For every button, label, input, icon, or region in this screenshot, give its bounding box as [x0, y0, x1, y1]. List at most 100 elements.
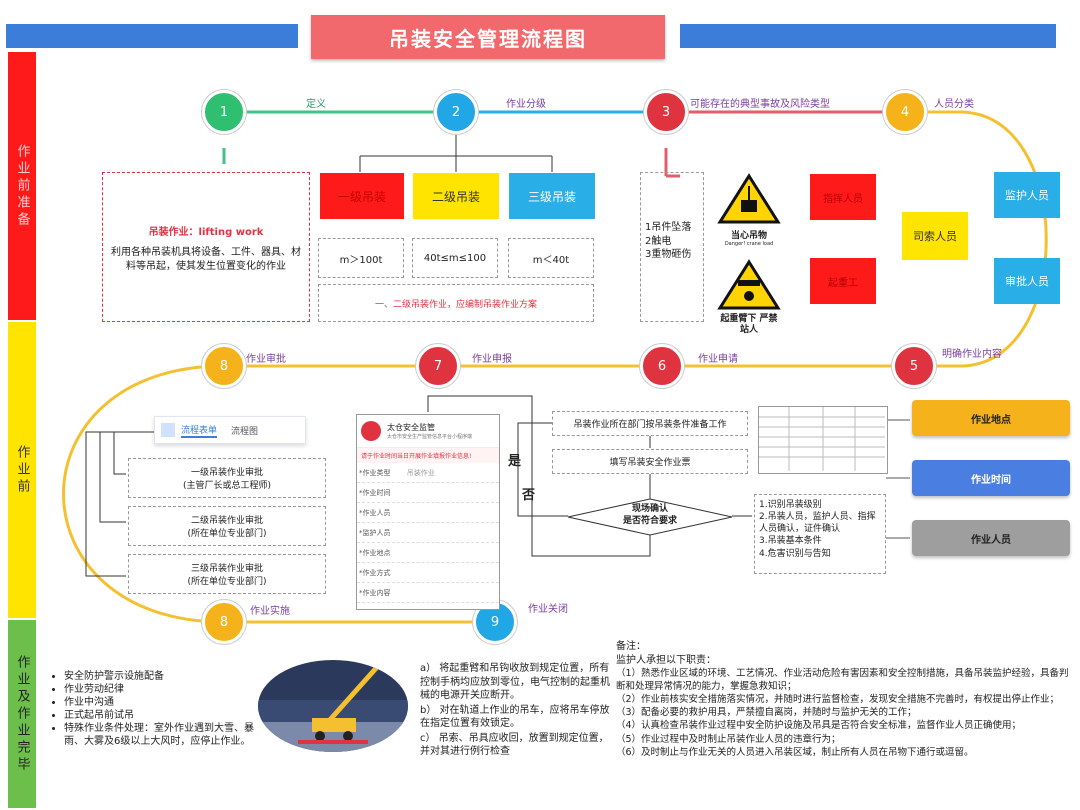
people-guardian: 监护人员 [994, 172, 1060, 218]
close-procedures: a） 将起重臂和吊钩收放到规定位置，所有控制手柄均应放到零位，电气控制的起重机械… [420, 662, 612, 759]
approval-level-1: 一级吊装作业审批 (主管厂长或总工程师) [128, 458, 326, 498]
warning-triangle-icon [717, 173, 781, 224]
notes: 备注： 监护人承担以下职责： （1）熟悉作业区域的环境、工艺情况、作业活动危险有… [616, 640, 1072, 759]
risk-item: 3重物砸伤 [645, 249, 692, 260]
close-item: c） 吊索、吊具应收回，放置到规定位置，并对其进行例行检查 [420, 732, 609, 758]
notes-item: （1）熟悉作业区域的环境、工艺情况、作业活动危险有害因素和安全控制措施，具备吊装… [616, 668, 1069, 693]
flow-fill-ticket: 填写吊装安全作业票 [552, 449, 748, 474]
impl-item: 作业劳动纪律 [64, 683, 256, 696]
phase-prep: 作业前准备 [8, 52, 36, 320]
people-rigger: 起重工 [810, 258, 876, 304]
approval-level-3: 三级吊装作业审批 (所在单位专业部门) [128, 554, 326, 594]
step-label-implement: 作业实施 [250, 606, 290, 617]
app-header: 太仓安全监管 太仓市安全生产监管信息平台小程序端 [357, 415, 499, 448]
decision-label: 现场确认 是否符合要求 [600, 504, 700, 527]
step-label-grading: 作业分级 [506, 99, 546, 110]
approval-title: 二级吊装作业审批 [190, 516, 263, 526]
field-location[interactable]: *作业地点 [357, 543, 499, 563]
work-location-button[interactable]: 作业地点 [912, 400, 1070, 436]
field-time[interactable]: *作业时间 [357, 483, 499, 503]
check-item: 1.识别吊装级别 [759, 500, 822, 510]
step-node-4: 4 [883, 90, 927, 134]
impl-item: 特殊作业条件处理：室外作业遇到大雪、暴雨、大雾及6级以上大风时，应停止作业。 [64, 722, 256, 748]
notes-item: （6）及时制止与作业无关的人员进入吊装区域，制止所有人员在吊物下通行或逗留。 [616, 746, 974, 758]
definition-box: 吊装作业：lifting work 利用各种吊装机具将设备、工件、器具、材料等吊… [102, 172, 310, 322]
step-node-1: 1 [202, 90, 246, 134]
tab-form[interactable]: 流程表单 [181, 423, 218, 438]
field-content[interactable]: *作业内容 [357, 583, 499, 603]
yes-label: 是 [508, 454, 522, 469]
decision-line: 是否符合要求 [622, 515, 677, 526]
check-item: 3.吊装基本条件 [759, 536, 822, 547]
work-time-button[interactable]: 作业时间 [912, 460, 1070, 496]
approval-title: 一级吊装作业审批 [190, 468, 263, 478]
level-1-box: 一级吊装 [320, 173, 404, 219]
field-method[interactable]: *作业方式 [357, 563, 499, 583]
approval-sub: (所在单位专业部门) [187, 529, 267, 539]
sign-sub: Danger! crane load [724, 241, 774, 247]
step-label-close: 作业关闭 [528, 604, 568, 615]
sign-under-boom: 起重臂下 严禁站人 [716, 258, 782, 336]
close-item: a） 将起重臂和吊钩收放到规定位置，所有控制手柄均应放到零位，电气控制的起重机械… [420, 663, 610, 701]
tab-flowchart[interactable]: 流程图 [231, 426, 259, 437]
field-value: 吊装作业 [406, 469, 435, 477]
notes-head: 备注： [616, 641, 646, 652]
decision-line: 现场确认 [631, 504, 668, 514]
approval-sub: (主管厂长或总工程师) [182, 481, 272, 491]
risk-item: 1吊件坠落 [645, 222, 692, 233]
app-name: 太仓安全监管 [387, 423, 435, 432]
level-1-cond: m＞100t [318, 238, 404, 278]
crane-icon [258, 664, 408, 752]
notes-sub: 监护人承担以下职责： [616, 654, 716, 666]
approval-sub: (所在单位专业部门) [187, 577, 267, 587]
phase-before: 作业前 [8, 322, 36, 618]
step-node-6: 6 [640, 344, 684, 388]
step-node-5: 5 [892, 344, 936, 388]
sign-crane-load: 当心吊物 Danger! crane load [716, 172, 782, 250]
check-item: 2.吊装人员，监护人员、指挥人员确认，证件确认 [759, 512, 876, 535]
approval-level-2: 二级吊装作业审批 (所在单位专业部门) [128, 506, 326, 546]
approval-tabs: 流程表单 流程图 [154, 416, 306, 444]
risk-list: 1吊件坠落 2触电 3重物砸伤 [640, 172, 704, 322]
step-label-approve: 作业审批 [246, 354, 286, 365]
step-label-personnel: 人员分类 [934, 99, 974, 110]
field-guardian[interactable]: *监护人员 [357, 523, 499, 543]
app-card: 太仓安全监管 太仓市安全生产监管信息平台小程序端 请于作业时间当日开展作业填报作… [356, 414, 500, 610]
step-node-8b: 8 [202, 600, 246, 644]
notes-item: （4）认真检查吊装作业过程中安全防护设施及吊具是否符合安全标准，监督作业人员正确… [616, 720, 1022, 732]
implementation-list: 安全防护警示设施配备 作业劳动纪律 作业中沟通 正式起吊前试吊 特殊作业条件处理… [52, 670, 256, 748]
notes-item: （2）作业前核实安全措施落实情况，并随时进行监督检查，发现安全措施不完善时，有权… [616, 694, 1060, 706]
step-node-2: 2 [434, 90, 478, 134]
people-commander: 指挥人员 [810, 174, 876, 220]
header-bar-left [6, 24, 298, 48]
level-3-cond: m＜40t [508, 238, 594, 278]
field-workers[interactable]: *作业人员 [357, 503, 499, 523]
people-approver: 审批人员 [994, 258, 1060, 304]
impl-item: 作业中沟通 [64, 696, 256, 709]
no-label: 否 [522, 488, 536, 503]
people-sling: 司索人员 [902, 212, 968, 260]
risk-item: 2触电 [645, 235, 672, 247]
ticket-form-thumbnail [758, 406, 888, 474]
step-node-7: 7 [416, 344, 460, 388]
impl-item: 安全防护警示设施配备 [64, 670, 256, 683]
step-label-risks: 可能存在的典型事故及风险类型 [690, 99, 830, 110]
impl-item: 正式起吊前试吊 [64, 709, 256, 722]
step-node-8a: 8 [202, 344, 246, 388]
check-list: 1.识别吊装级别 2.吊装人员，监护人员、指挥人员确认，证件确认 3.吊装基本条… [754, 494, 886, 574]
level-2-box: 二级吊装 [413, 173, 499, 219]
app-sub: 太仓市安全生产监管信息平台小程序端 [387, 434, 473, 440]
field-type[interactable]: *作业类型 吊装作业 [357, 463, 499, 483]
check-item: 4.危害识别与告知 [759, 548, 831, 559]
step-label-apply: 作业申请 [698, 354, 738, 365]
sign-title: 起重臂下 严禁站人 [720, 314, 778, 335]
work-personnel-button[interactable]: 作业人员 [912, 520, 1070, 556]
crane-illustration [258, 660, 408, 752]
definition-text: 利用各种吊装机具将设备、工件、器具、材料等吊起，使其发生位置变化的作业 [111, 247, 301, 272]
step-label-report: 作业申报 [472, 354, 512, 365]
definition-term: 吊装作业：lifting work [148, 227, 264, 238]
decision-diamond [567, 498, 733, 536]
app-logo-icon [361, 421, 381, 441]
level-3-box: 三级吊装 [509, 173, 595, 219]
level-note: 一、二级吊装作业，应编制吊装作业方案 [318, 284, 594, 322]
